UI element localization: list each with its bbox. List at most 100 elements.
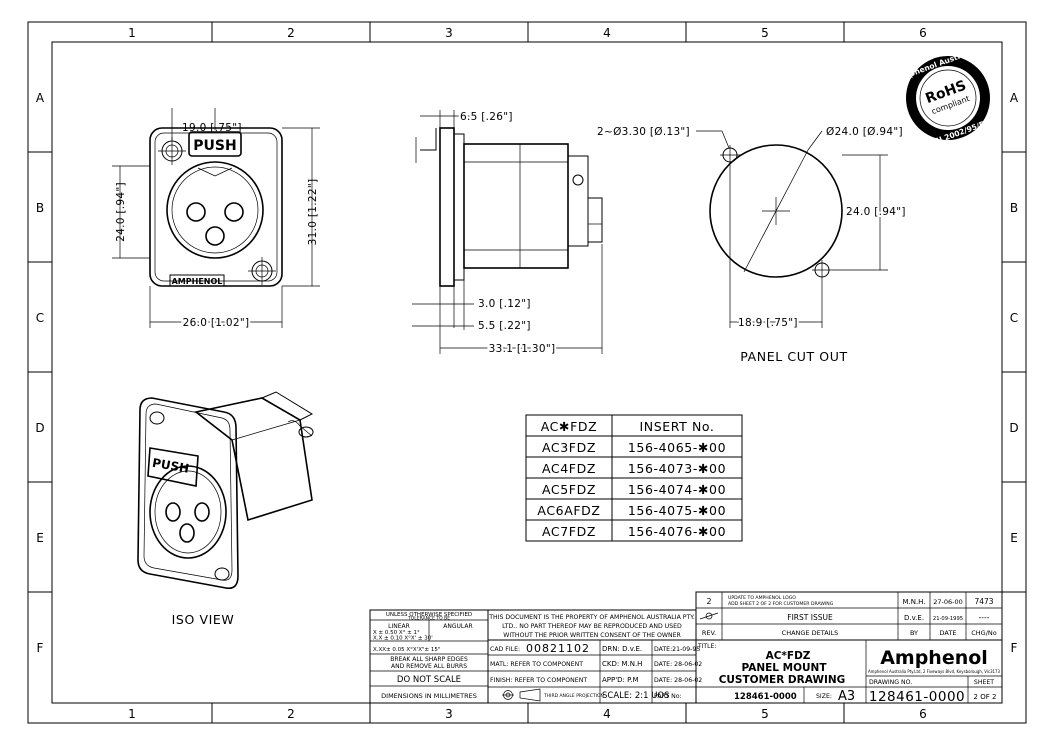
- front-dim-top: 19.0 [.75"]: [182, 122, 242, 134]
- side-dim-flange: 3.0 [.12"]: [478, 298, 531, 310]
- insert-table-row-1-insert: 156-4065-✱00: [628, 440, 726, 455]
- zone-row-a-left: A: [36, 91, 45, 105]
- iso-flange: [137, 397, 239, 590]
- zone-row-f-left: F: [37, 641, 44, 655]
- rev-2-desc-2: ADD SHEET 2 OF 2 FOR CUSTOMER DRAWING: [728, 601, 834, 607]
- side-dim-overall: 33.1 [1.30"]: [489, 343, 556, 355]
- zone-grid: [28, 22, 1026, 723]
- tol-row-2: X.X ± 0.10 X°X' ± 30': [373, 636, 433, 642]
- date-approved: DATE: 28-06-02: [654, 677, 702, 684]
- tol-angular: ANGULAR: [443, 623, 472, 630]
- title-block: UNLESS OTHERWISE SPECIFIED TOLERANCE TO …: [369, 591, 1003, 705]
- zone-col-1-bottom: 1: [128, 707, 136, 721]
- material: MATL: REFER TO COMPONENT: [490, 661, 583, 668]
- insert-body: [166, 161, 264, 259]
- rev-2-by: M.N.H.: [902, 598, 925, 606]
- zone-row-b-right: B: [1010, 201, 1018, 215]
- approved-by: APP'D: P.M: [602, 676, 639, 684]
- rohs-badge: Amphenol Australia RoHS compliant EU 200…: [895, 46, 991, 147]
- rev-1-chg: ----: [979, 613, 990, 622]
- zone-col-5-bottom: 5: [761, 707, 769, 721]
- zone-col-4-top: 4: [603, 26, 611, 40]
- iso-view: PUSH ISO VIEW: [137, 391, 314, 627]
- insert-table-row-3-model: AC5FDZ: [542, 482, 596, 497]
- cutout-horiz-dim: 18.9 [.75"]: [738, 317, 798, 329]
- title-line-2: PANEL MOUNT: [741, 662, 827, 674]
- zone-col-1-top: 1: [128, 26, 136, 40]
- iso-push-latch: [147, 447, 199, 487]
- drawing-no-label: DRAWING NO.: [869, 679, 912, 686]
- contact-1: [186, 202, 206, 222]
- rev-header-chg: CHG/No: [971, 629, 997, 637]
- tol-note-2: TOLERANCE TO BE: [407, 616, 450, 622]
- insert-table-row-5-model: AC7FDZ: [542, 524, 596, 539]
- cutout-dia-label: Ø24.0 [Ø.94"]: [826, 126, 903, 138]
- insert-table-row-4-insert: 156-4075-✱00: [628, 503, 726, 518]
- property-notice-1: THIS DOCUMENT IS THE PROPERTY OF AMPHENO…: [488, 614, 695, 621]
- rev-2-number: 2: [706, 597, 711, 606]
- rev-header-date: DATE: [940, 629, 957, 637]
- push-label: PUSH: [193, 138, 236, 154]
- drawing-no-value: 128461-0000: [869, 689, 965, 705]
- projection-symbol: [502, 688, 541, 702]
- side-dim-top: 6.5 [.26"]: [460, 111, 513, 123]
- zone-col-6-top: 6: [919, 26, 927, 40]
- zone-col-6-bottom: 6: [919, 707, 927, 721]
- iso-push-label: PUSH: [151, 456, 190, 476]
- zone-col-3-top: 3: [445, 26, 453, 40]
- zone-row-b-left: B: [36, 201, 44, 215]
- insert-table-row-2-insert: 156-4073-✱00: [628, 461, 726, 476]
- zone-col-5-top: 5: [761, 26, 769, 40]
- property-notice-2: LTD.. NO PART THEREOF MAY BE REPRODUCED …: [502, 623, 682, 630]
- rev-header-rev: REV.: [702, 629, 716, 637]
- iso-view-title: ISO VIEW: [172, 612, 235, 627]
- cad-file-label: CAD FILE:: [490, 646, 520, 653]
- front-view: PUSH AMPHENOL 19.0 [.75"] 24.0 [.94"] 31…: [112, 108, 320, 331]
- insert-table-header-model: AC✱FDZ: [541, 419, 598, 434]
- zone-row-d-right: D: [1009, 421, 1018, 435]
- cad-file-value: 00821102: [526, 642, 590, 655]
- insert-table-row-3-insert: 156-4074-✱00: [628, 482, 726, 497]
- insert-table-row-1-model: AC3FDZ: [542, 440, 596, 455]
- cutout-circle: [709, 144, 843, 278]
- front-dim-bottom: 26.0 [1.02"]: [183, 317, 250, 329]
- cutout-vert-dim: 24.0 [.94"]: [846, 206, 906, 218]
- rev-1-by: D.v.E.: [904, 614, 924, 622]
- checked-by: CKD: M.N.H: [602, 660, 642, 668]
- rev-1-symbol: [699, 612, 719, 620]
- cutout-title: PANEL CUT OUT: [740, 349, 847, 364]
- size-value: A3: [838, 689, 855, 704]
- rev-1-desc: FIRST ISSUE: [787, 613, 833, 622]
- sheet-label: SHEET: [974, 679, 994, 686]
- title-line-1: AC*FDZ: [766, 650, 811, 662]
- projection-label: THIRD ANGLE PROJECTION: [543, 693, 604, 699]
- part-no-value: 128461-0000: [734, 692, 797, 702]
- zone-row-f-right: F: [1011, 641, 1018, 655]
- rev-2-desc-1: UPDATE TO AMPHENOL LOGO: [728, 595, 796, 601]
- date-drawn: DATE:21-09-95: [654, 646, 700, 653]
- tol-row-3: X.XX± 0.05 X°X'X"± 15": [373, 647, 440, 653]
- rev-1-date: 21-09-1995: [933, 616, 963, 622]
- zone-row-a-right: A: [1010, 91, 1019, 105]
- rev-header-by: BY: [910, 629, 918, 637]
- front-dim-right: 31.0 [1.22"]: [307, 179, 319, 246]
- rev-header-details: CHANGE DETAILS: [782, 629, 839, 637]
- finish: FINISH: REFER TO COMPONENT: [490, 677, 587, 684]
- panel-cutout: 2~Ø3.30 [Ø.13"] Ø24.0 [Ø.94"] 24.0 [.94"…: [597, 126, 907, 364]
- contact-3: [205, 226, 225, 246]
- dimension-units: DIMENSIONS IN MILLIMETRES: [381, 692, 477, 700]
- insert-table-row-2-model: AC4FDZ: [542, 461, 596, 476]
- tol-linear: LINEAR: [388, 623, 410, 630]
- iso-insert: [149, 465, 227, 559]
- insert-table-row-4-model: AC6AFDZ: [537, 503, 600, 518]
- front-brand-label: AMPHENOL: [172, 277, 223, 286]
- rev-2-date: 27-06-00: [933, 598, 963, 606]
- date-checked: DATE: 28-06-02: [654, 661, 702, 668]
- property-notice-3: WITHOUT THE PRIOR WRITTEN CONSENT OF THE…: [503, 632, 681, 639]
- break-edges-2: AND REMOVE ALL BURRS: [391, 663, 467, 670]
- tol-row-1: X ± 0.50 X° ± 1°: [373, 630, 420, 636]
- insert-table: AC✱FDZ INSERT No. AC3FDZ 156-4065-✱00 AC…: [525, 414, 743, 542]
- rev-2-chg: 7473: [974, 597, 993, 606]
- zone-row-d-left: D: [35, 421, 44, 435]
